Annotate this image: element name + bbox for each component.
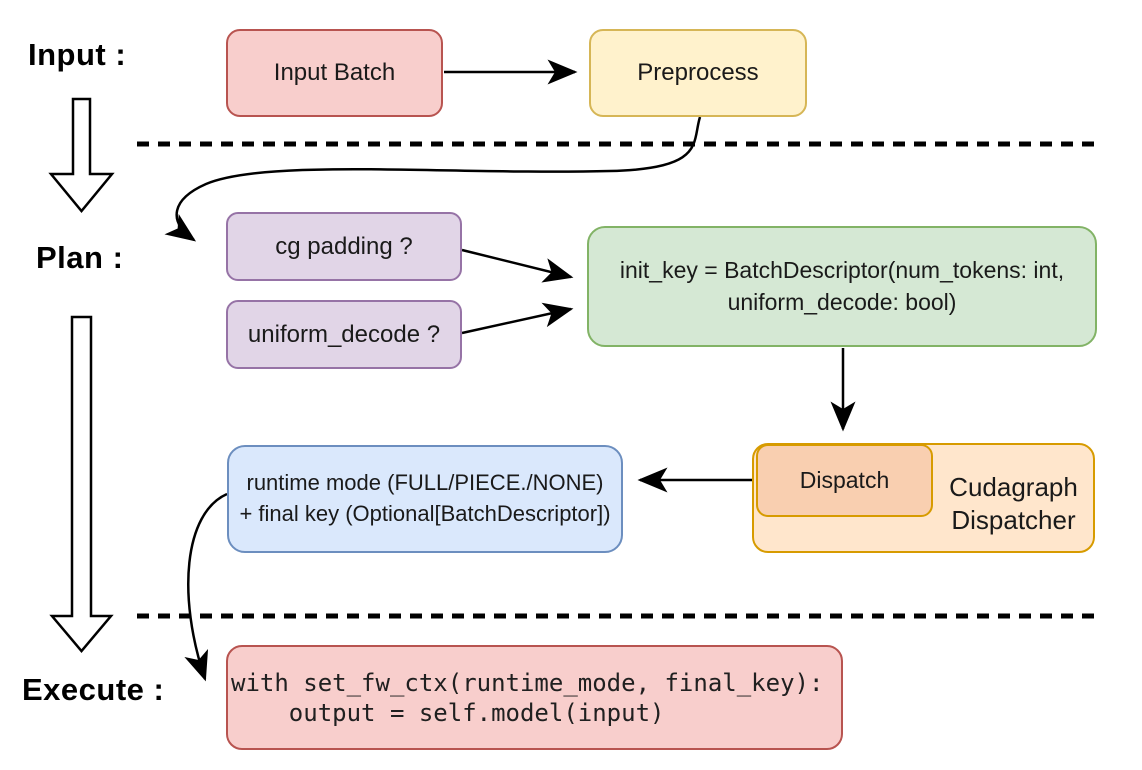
connector-uniform-decode-to-init-key: [461, 302, 574, 335]
node-runtime-result-line2: + final key (Optional[BatchDescriptor]): [239, 501, 611, 526]
input-to-plan-arrow: [48, 97, 115, 213]
node-input-batch-label: Input Batch: [273, 59, 396, 86]
node-init-key: init_key = BatchDescriptor(num_tokens: i…: [587, 226, 1097, 347]
connector-runtime-result-to-execute-code: [184, 492, 228, 682]
plan-to-execute-arrow: [49, 315, 114, 653]
node-init-key-line2: uniform_decode: bool): [727, 288, 957, 315]
node-cudagraph-dispatcher-label: Cudagraph Dispatcher: [936, 471, 1091, 536]
node-init-key-line1: init_key = BatchDescriptor(num_tokens: i…: [619, 257, 1065, 284]
node-execute-code: with set_fw_ctx(runtime_mode, final_key)…: [226, 645, 843, 750]
connector-cg-padding-to-init-key: [461, 248, 574, 283]
node-preprocess-label: Preprocess: [637, 59, 759, 86]
node-runtime-result: runtime mode (FULL/PIECE./NONE) + final …: [227, 445, 623, 553]
stage-label-execute: Execute :: [22, 672, 165, 707]
execute-code-line2: output = self.model(input): [231, 698, 665, 727]
cudagraph-label-line2: Dispatcher: [951, 504, 1076, 535]
execute-code-line1: with set_fw_ctx(runtime_mode, final_key)…: [231, 668, 824, 697]
node-uniform-decode-label: uniform_decode ?: [247, 320, 441, 348]
node-input-batch: Input Batch: [226, 29, 443, 117]
stage-label-plan: Plan :: [36, 240, 124, 275]
node-preprocess: Preprocess: [589, 29, 807, 117]
node-dispatch-label: Dispatch: [799, 467, 890, 493]
cudagraph-label-line1: Cudagraph: [949, 472, 1078, 502]
stage-label-input: Input :: [28, 37, 127, 72]
node-runtime-result-line1: runtime mode (FULL/PIECE./NONE): [246, 470, 604, 496]
node-dispatch: Dispatch: [756, 444, 933, 517]
connector-preprocess-to-cg-padding: [164, 116, 702, 242]
node-cg-padding: cg padding ?: [226, 212, 462, 281]
node-cg-padding-label: cg padding ?: [275, 232, 413, 260]
node-uniform-decode: uniform_decode ?: [226, 300, 462, 369]
